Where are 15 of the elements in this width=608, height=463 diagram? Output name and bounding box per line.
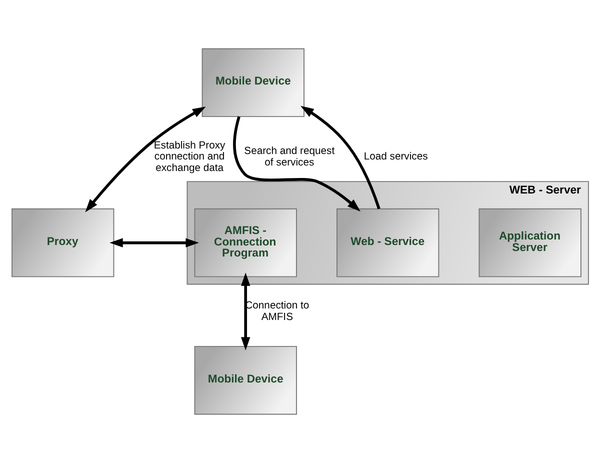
node-box: Web - Service xyxy=(336,208,440,278)
edge-label: Search and request of services xyxy=(244,146,335,168)
arrow xyxy=(300,106,380,210)
arrow xyxy=(233,116,360,212)
arrow xyxy=(110,238,199,248)
edge-label: Connection to AMFIS xyxy=(245,300,310,323)
node-box: Application Server xyxy=(478,208,582,278)
node-box: AMFIS - Connection Program xyxy=(194,208,297,278)
edge-label: Load services xyxy=(364,152,428,163)
edge-label: Establish Proxy connection and exchange data xyxy=(154,140,226,174)
node-box: Mobile Device xyxy=(202,48,304,118)
arrow xyxy=(85,106,206,212)
node-box: Proxy xyxy=(12,208,114,278)
arrow xyxy=(240,272,250,350)
node-box: Mobile Device xyxy=(194,346,297,415)
